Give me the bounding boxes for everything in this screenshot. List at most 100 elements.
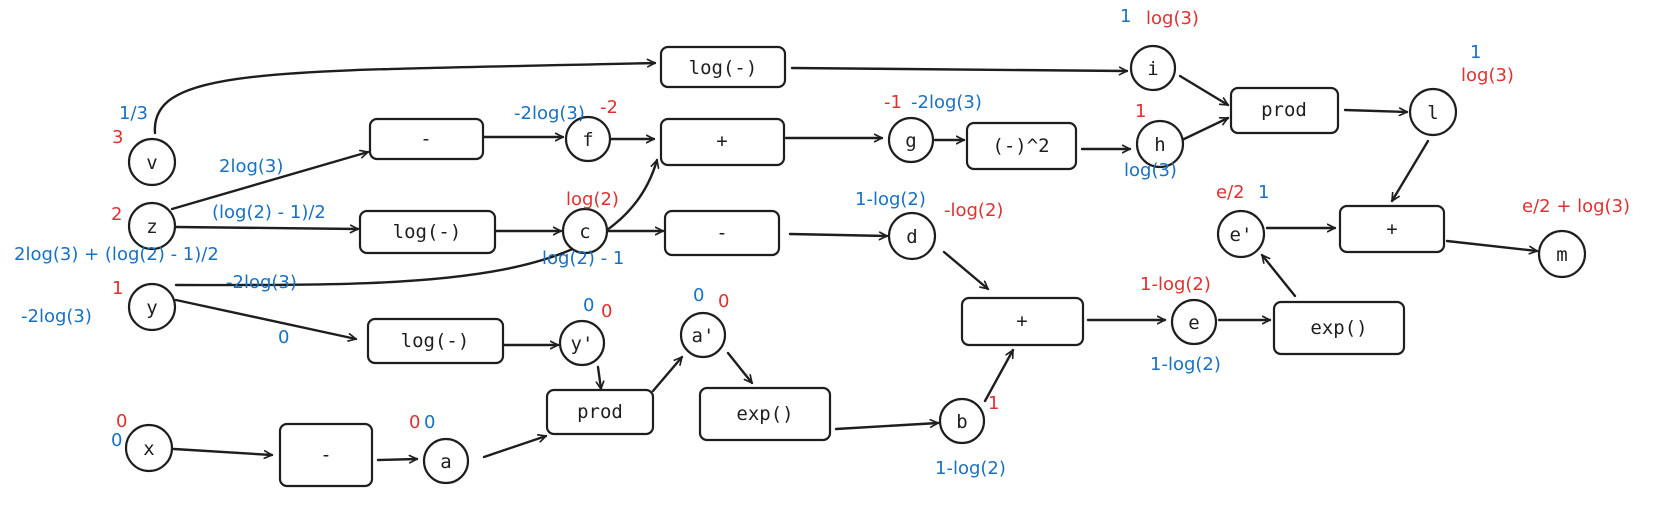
node-y-label: y — [146, 297, 157, 319]
edge-b-to-plus-e — [983, 348, 1015, 403]
op-exp-b-label: exp() — [736, 403, 793, 425]
label-y-to-plus: -2log(3) — [226, 272, 297, 293]
node-b: b — [938, 397, 986, 445]
op-log-top: log(-) — [659, 45, 787, 89]
edge-a-to-prod — [482, 436, 548, 459]
node-c: c — [561, 207, 609, 255]
node-a-label: a — [440, 451, 451, 473]
node-m-label: m — [1556, 244, 1567, 266]
op-neg-a-label: - — [320, 444, 331, 466]
node-d: d — [887, 211, 937, 261]
label-ap-red: 0 — [718, 291, 729, 312]
value-labels: 1/3 3 2 2log(3) + (log(2) - 1)/2 2log(3)… — [14, 6, 1630, 479]
node-c-label: c — [579, 221, 590, 243]
node-m: m — [1537, 229, 1587, 279]
node-i-label: i — [1147, 58, 1158, 80]
op-log-c-label: log(-) — [393, 221, 462, 243]
label-e-blue: 1-log(2) — [1150, 354, 1221, 375]
node-g-label: g — [905, 130, 916, 152]
op-exp-b: exp() — [698, 386, 832, 442]
label-ep-blue: 1 — [1258, 182, 1269, 203]
op-log-c: log(-) — [358, 209, 497, 255]
op-prod-a-label: prod — [577, 401, 623, 423]
op-prod-l-label: prod — [1261, 99, 1307, 121]
edge-prod-to-aprime — [651, 355, 684, 393]
edge-l-to-plus-m — [1390, 139, 1430, 203]
op-log-y: log(-) — [366, 317, 505, 365]
op-exp-e: exp() — [1272, 300, 1406, 356]
label-b-blue: 1-log(2) — [935, 458, 1006, 479]
label-f-red: -2 — [600, 97, 618, 118]
edge-z-to-neg-f — [170, 152, 370, 211]
label-z-blue: 2log(3) + (log(2) - 1)/2 — [14, 244, 219, 265]
node-x: x — [124, 423, 174, 473]
node-x-label: x — [143, 438, 154, 460]
label-c-red: log(2) — [566, 189, 619, 210]
op-neg-d-label: - — [716, 222, 727, 244]
op-plus-e-label: + — [1016, 310, 1027, 332]
edge-yprime-to-prod — [598, 365, 601, 391]
edge-neg-d-to-d — [788, 234, 889, 236]
node-h: h — [1135, 119, 1185, 169]
label-ep-red: e/2 — [1216, 182, 1245, 203]
op-plus-m: + — [1338, 204, 1446, 254]
op-prod-a: prod — [545, 388, 655, 436]
node-b-label: b — [956, 411, 967, 433]
label-d-blue: 1-log(2) — [855, 189, 926, 210]
op-neg-a: - — [278, 422, 374, 488]
edge-h-to-prod-l — [1180, 116, 1230, 142]
label-z-red: 2 — [111, 204, 122, 225]
node-z-label: z — [146, 216, 157, 238]
node-e-label: e — [1188, 312, 1199, 334]
label-yp-blue: 0 — [583, 295, 594, 316]
edge-exp-e-to-eprime — [1260, 253, 1297, 298]
label-z-to-neg: 2log(3) — [219, 156, 283, 177]
edge-exp-b-to-b — [834, 423, 940, 431]
label-i-red: log(3) — [1146, 8, 1199, 29]
edge-i-to-prod-l — [1178, 74, 1230, 107]
edge-aprime-to-exp-b — [726, 351, 754, 385]
node-e-prime: e' — [1216, 209, 1266, 259]
op-log-top-label: log(-) — [689, 57, 758, 79]
op-neg-f-label: - — [420, 128, 431, 150]
edges — [153, 63, 1539, 460]
node-z: z — [127, 201, 177, 251]
label-g-red: -1 — [884, 92, 902, 113]
node-f: f — [564, 115, 612, 163]
node-v: v — [127, 137, 177, 187]
op-neg-d: - — [663, 209, 781, 257]
label-y-red: 1 — [112, 278, 123, 299]
node-a-prime: a' — [679, 311, 727, 359]
edge-x-to-neg-a — [172, 447, 274, 455]
label-g-blue: -2log(3) — [911, 92, 982, 113]
label-h-blue: log(3) — [1124, 160, 1177, 181]
label-z-to-log: (log(2) - 1)/2 — [212, 202, 326, 223]
edge-plus-m-to-m — [1445, 239, 1539, 251]
edge-z-to-log-c — [174, 227, 360, 229]
op-boxes: log(-) - log(-) log(-) - + - prod exp() … — [278, 45, 1446, 488]
edge-y-to-log-y — [174, 298, 358, 339]
label-l-blue: 1 — [1470, 42, 1481, 63]
node-h-label: h — [1154, 134, 1165, 156]
label-l-red: log(3) — [1461, 65, 1514, 86]
node-y-prime: y' — [558, 319, 606, 367]
label-v-red: 3 — [112, 127, 123, 148]
label-h-red: 1 — [1135, 101, 1146, 122]
label-x-blue: 0 — [111, 430, 122, 451]
node-d-label: d — [906, 226, 917, 248]
node-l: l — [1408, 87, 1458, 137]
label-a-red: 0 — [409, 412, 420, 433]
op-square: (-)^2 — [965, 121, 1078, 171]
label-y-to-log: 0 — [278, 327, 289, 348]
node-l-label: l — [1427, 102, 1438, 124]
op-log-y-label: log(-) — [401, 330, 470, 352]
edge-v-to-log-top — [153, 63, 657, 135]
label-x-red: 0 — [116, 411, 127, 432]
op-prod-l: prod — [1229, 86, 1340, 135]
op-square-label: (-)^2 — [992, 135, 1049, 157]
edge-d-to-plus-e — [942, 250, 990, 291]
node-g: g — [887, 116, 935, 164]
op-neg-f: - — [368, 117, 485, 161]
label-v-blue: 1/3 — [119, 103, 148, 124]
